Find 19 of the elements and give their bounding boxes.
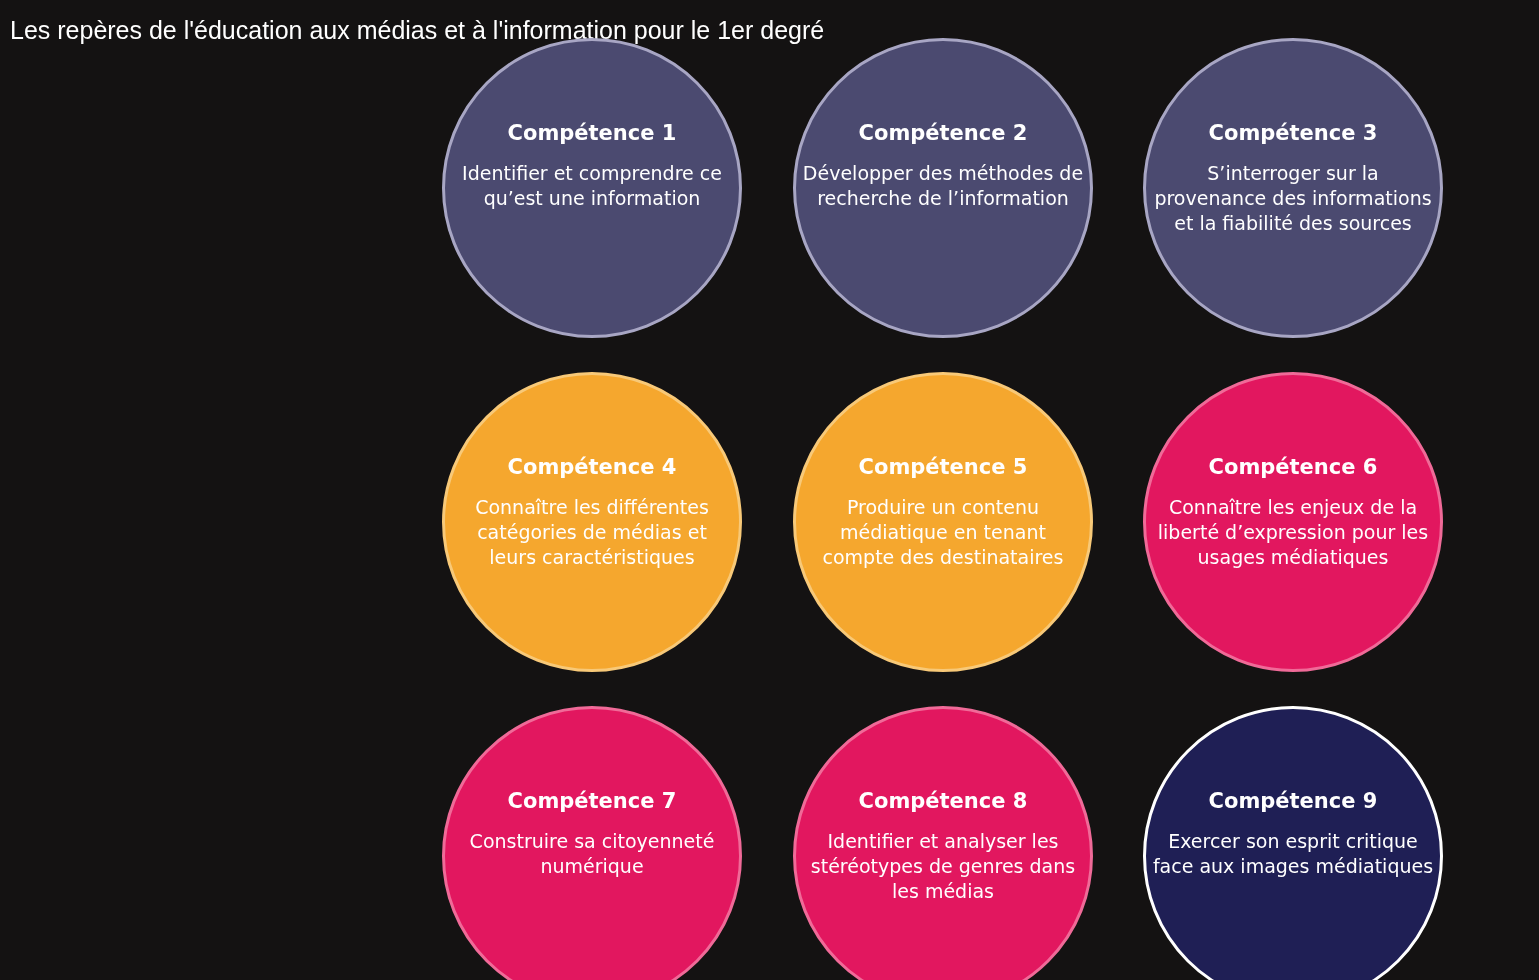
competence-description: Exercer son esprit critique face aux images médiatiques xyxy=(1152,829,1434,879)
competence-description: Produire un contenu médiatique en tenant compte des destinataires xyxy=(821,495,1065,570)
competence-description: Développer des méthodes de recherche de l’information xyxy=(802,161,1084,211)
competence-heading: Compétence 7 xyxy=(507,789,677,813)
competence-heading: Compétence 4 xyxy=(507,455,677,479)
competence-heading: Compétence 9 xyxy=(1208,789,1378,813)
competence-heading: Compétence 1 xyxy=(507,121,677,145)
competence-description: Construire sa citoyenneté numérique xyxy=(468,829,716,879)
competence-heading: Compétence 5 xyxy=(858,455,1028,479)
competence-heading: Compétence 6 xyxy=(1208,455,1378,479)
competence-description: Identifier et comprendre ce qu’est une information xyxy=(461,161,723,211)
competence-description: S’interroger sur la provenance des informations et la fiabilité des sources xyxy=(1153,161,1433,236)
competence-description: Identifier et analyser les stéréotypes de genres dans les médias xyxy=(809,829,1077,904)
competence-description: Connaître les différentes catégories de médias et leurs caractéristiques xyxy=(474,495,710,570)
title: Les repères de l'éducation aux médias et à l'information pour le 1er degré xyxy=(10,16,825,45)
competence-description: Connaître les enjeux de la liberté d’expression pour les usages médiatiques xyxy=(1156,495,1430,570)
competence-heading: Compétence 3 xyxy=(1208,121,1378,145)
competence-heading: Compétence 2 xyxy=(858,121,1028,145)
competence-heading: Compétence 8 xyxy=(858,789,1028,813)
